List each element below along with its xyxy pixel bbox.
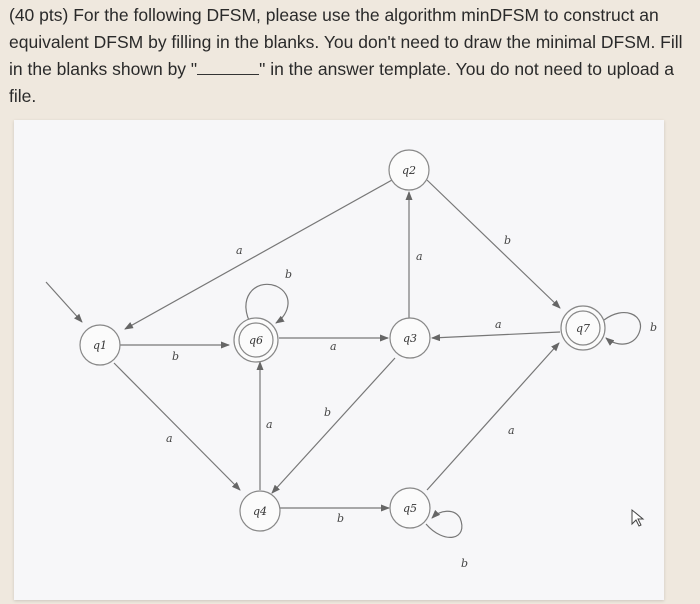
edge-label-q7-q3: a <box>495 318 502 331</box>
state-q6-label: q6 <box>249 334 263 347</box>
edge-label-q2-q1: a <box>236 244 243 257</box>
edge-label-q4-q6: a <box>266 418 273 431</box>
edge-q2-q1 <box>124 179 393 330</box>
edge-q3-q4 <box>271 357 396 494</box>
state-q2: q2 <box>388 149 430 191</box>
edge-q2-q7 <box>426 179 561 309</box>
dfsm-svg: b a a b a b a b a b a b a b q1 <box>45 149 657 570</box>
dfsm-diagram: b a a b a b a b a b a b a b q1 <box>14 120 664 600</box>
edge-q1-q4 <box>113 362 241 491</box>
edge-q5-loop <box>425 509 463 538</box>
state-q6-accepting: q6 <box>233 317 279 363</box>
edge-label-q1-q4: a <box>166 432 173 445</box>
blank-placeholder <box>197 60 260 75</box>
edge-label-q5-q7: a <box>508 424 515 437</box>
state-q2-label: q2 <box>402 164 416 177</box>
state-q1-label: q1 <box>93 339 107 352</box>
state-q7-label: q7 <box>576 322 590 335</box>
edge-q5-q7 <box>426 342 560 491</box>
question-text: (40 pts) For the following DFSM, please … <box>9 2 695 110</box>
edge-label-q3-q4: b <box>324 406 331 419</box>
state-q4-label: q4 <box>253 505 267 518</box>
edge-label-q6-loop: b <box>285 268 292 281</box>
state-q5-label: q5 <box>403 502 417 515</box>
state-q3: q3 <box>389 317 431 359</box>
state-q1: q1 <box>79 324 121 366</box>
edge-label-q4-q5: b <box>337 512 344 525</box>
edge-label-q6-q3: a <box>330 340 337 353</box>
edge-label-q3-q2: a <box>416 250 423 263</box>
question-text-part2: " in the answer template. You do not nee… <box>9 59 674 106</box>
state-q7-accepting: q7 <box>560 305 606 351</box>
question-text-part1: (40 pts) For the following DFSM, please … <box>9 5 683 79</box>
state-q5: q5 <box>389 487 431 529</box>
state-q4: q4 <box>239 490 281 532</box>
edge-label-q1-q6: b <box>172 350 179 363</box>
edge-label-q7-loop: b <box>650 321 657 334</box>
edge-q6-loop <box>245 283 289 327</box>
edge-label-q2-q7: b <box>504 234 511 247</box>
cursor-icon <box>631 508 645 527</box>
edge-label-q5-loop: b <box>461 557 468 570</box>
edge-q7-q3 <box>431 331 561 342</box>
state-q3-label: q3 <box>403 332 417 345</box>
start-arrow <box>45 281 83 323</box>
edge-q7-loop <box>603 312 642 346</box>
